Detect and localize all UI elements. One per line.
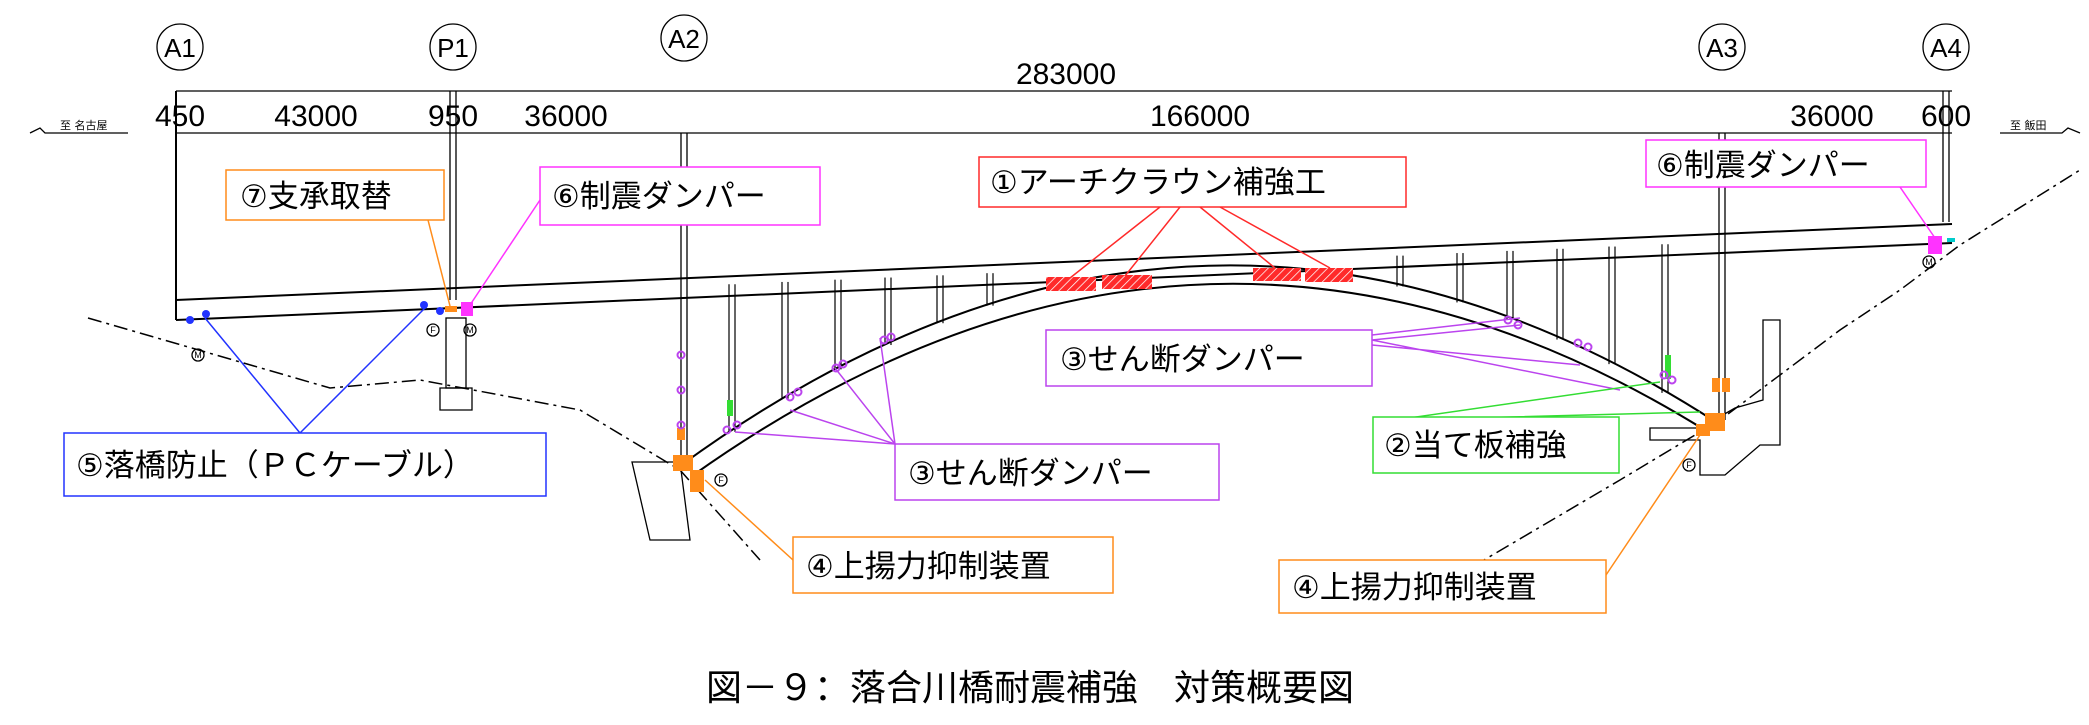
axis-a1: A1 [156,23,204,71]
shear-damper-mark [793,387,803,397]
dim-span: 43000 [274,100,357,133]
dim-span: 166000 [1150,100,1250,133]
svg-text:④上揚力抑制装置: ④上揚力抑制装置 [1292,570,1537,606]
axis-label: A4 [1930,33,1962,63]
axis-p1: P1 [429,23,477,71]
svg-text:至 名古屋: 至 名古屋 [60,118,108,132]
svg-text:④上揚力抑制装置: ④上揚力抑制装置 [806,549,1051,585]
svg-text:③せん断ダンパー: ③せん断ダンパー [908,456,1153,492]
destination-right: 至 飯田 [2000,118,2081,134]
dimension-lines: 283000 450 43000 950 36000 166000 36000 … [155,58,1971,134]
label-uplift-left: ④上揚力抑制装置 [792,536,1114,594]
shear-damper-mark [1583,342,1593,352]
axis-label: A1 [164,33,196,63]
shear-damper-mark [785,392,795,402]
dim-total: 283000 [1016,58,1116,91]
label-shear-damper-upper: ③せん断ダンパー [1045,329,1373,387]
shear-damper-mark [1659,370,1669,380]
dim-span: 36000 [1790,100,1873,133]
svg-text:F: F [430,325,436,335]
abutment-a2 [631,461,691,541]
crown-reinforcement [1046,268,1353,291]
label-bearing-replacement: ⑦支承取替 [225,169,445,221]
label-unseating-prevention: ⑤落橋防止（ＰＣケーブル） [63,432,547,497]
axis-a3: A3 [1698,23,1746,71]
svg-text:至 飯田: 至 飯田 [2010,118,2047,132]
shear-damper-mark [676,420,686,430]
destination-left: 至 名古屋 [29,118,128,134]
shear-damper-mark [676,350,686,360]
label-damper-left: ⑥制震ダンパー [539,166,821,226]
ground-line-right [1449,169,2081,581]
svg-text:F: F [1686,460,1692,470]
dim-span: 600 [1921,100,1971,133]
axis-label: P1 [437,33,469,63]
devices [186,236,1955,492]
figure-caption: 図－９：落合川橋耐震補強 対策概要図 [706,668,1354,709]
abutment-a3 [1649,319,1781,476]
shear-damper-mark [831,363,841,373]
label-arch-crown: ①アーチクラウン補強工 [978,156,1407,208]
bearing-marks: M F M F F M [191,255,1936,487]
shear-damper-mark [886,332,896,342]
shear-damper-mark [879,335,889,345]
label-uplift-right: ④上揚力抑制装置 [1278,559,1607,614]
shear-damper-mark [1667,375,1677,385]
svg-text:M: M [466,325,474,335]
shear-dampers [676,315,1677,435]
deck [175,223,1953,321]
svg-text:⑤落橋防止（ＰＣケーブル）: ⑤落橋防止（ＰＣケーブル） [76,448,474,484]
dim-span: 950 [428,100,478,133]
svg-text:M: M [194,350,202,360]
dim-span: 450 [155,100,205,133]
svg-text:②当て板補強: ②当て板補強 [1384,428,1567,464]
svg-text:F: F [718,475,724,485]
axis-label: A2 [668,24,700,54]
svg-text:⑦支承取替: ⑦支承取替 [240,179,392,215]
axis-label: A3 [1706,33,1738,63]
svg-text:③せん断ダンパー: ③せん断ダンパー [1060,342,1305,378]
label-shear-damper-lower: ③せん断ダンパー [894,443,1220,501]
axis-a2: A2 [660,14,708,62]
shear-damper-mark [1573,338,1583,348]
svg-text:⑥制震ダンパー: ⑥制震ダンパー [552,179,766,215]
shear-damper-mark [722,425,732,435]
axis-a4: A4 [1922,23,1970,71]
axis-markers: A1 P1 A2 A3 A4 [156,14,1970,71]
svg-text:M: M [1925,257,1933,267]
shear-damper-mark [676,385,686,395]
svg-text:⑥制震ダンパー: ⑥制震ダンパー [1656,148,1870,184]
label-damper-right: ⑥制震ダンパー [1645,139,1927,188]
svg-text:①アーチクラウン補強工: ①アーチクラウン補強工 [990,165,1326,201]
shear-damper-mark [838,359,848,369]
dim-span: 36000 [524,100,607,133]
label-plate-reinforcement: ②当て板補強 [1372,416,1620,474]
shear-damper-mark [732,420,742,430]
